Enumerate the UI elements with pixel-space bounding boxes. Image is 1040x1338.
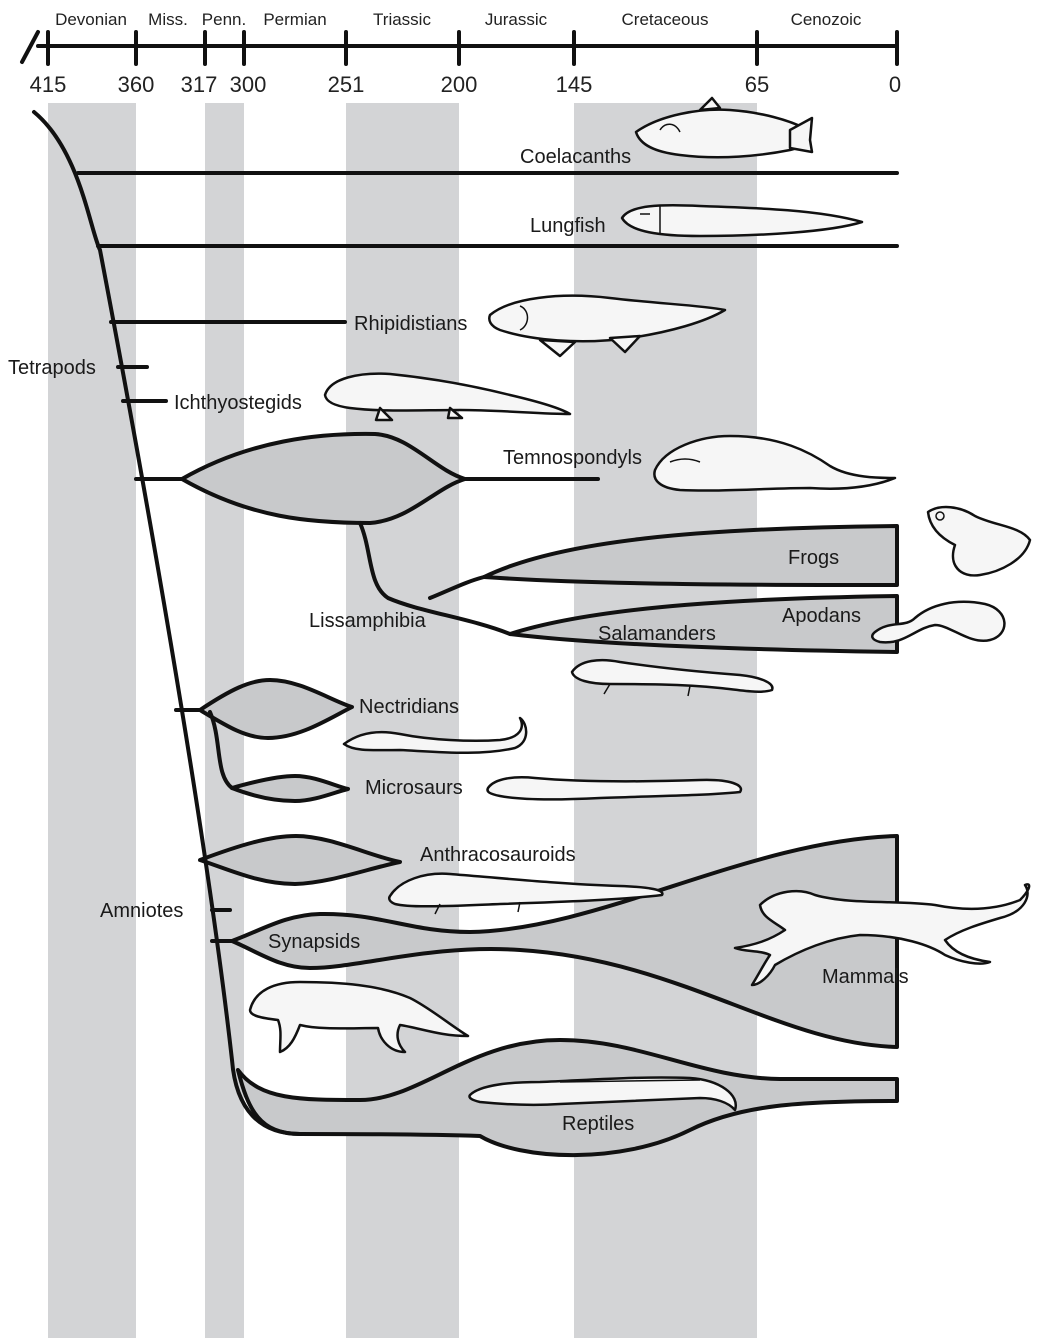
frog-icon (928, 507, 1030, 575)
label-amniotes: Amniotes (100, 900, 183, 922)
label-frogs: Frogs (788, 547, 839, 569)
label-microsaurs: Microsaurs (365, 777, 463, 799)
axis-break-mark (22, 32, 38, 62)
label-coelacanths: Coelacanths (520, 146, 631, 168)
temnospondyl-icon (654, 436, 895, 491)
age-label: 0 (889, 72, 901, 97)
period-label: Devonian (55, 10, 127, 29)
microsaurs-lineage (232, 776, 348, 801)
age-label: 317 (181, 72, 218, 97)
age-label: 251 (328, 72, 365, 97)
label-lungfish: Lungfish (530, 215, 606, 237)
period-label: Triassic (373, 10, 431, 29)
age-label: 65 (745, 72, 769, 97)
label-ichthyostegids: Ichthyostegids (174, 392, 302, 414)
age-label: 300 (230, 72, 267, 97)
label-synapsids: Synapsids (268, 931, 360, 953)
time-axis: Devonian Miss. Penn. Permian Triassic Ju… (22, 10, 901, 97)
lungfish-icon (622, 205, 862, 236)
label-mammals: Mammals (822, 966, 909, 988)
band-triassic (346, 103, 459, 1338)
label-apodans: Apodans (782, 605, 861, 627)
age-label: 415 (30, 72, 67, 97)
label-reptiles: Reptiles (562, 1113, 634, 1135)
period-label: Penn. (202, 10, 246, 29)
label-nectridians: Nectridians (359, 696, 459, 718)
age-label: 200 (441, 72, 478, 97)
period-label: Cretaceous (622, 10, 709, 29)
label-salamanders: Salamanders (598, 623, 716, 645)
label-temnospondyls: Temnospondyls (503, 447, 642, 469)
period-label: Miss. (148, 10, 188, 29)
age-label: 360 (118, 72, 155, 97)
band-devonian (48, 103, 136, 1338)
label-tetrapods: Tetrapods (8, 357, 96, 379)
label-anthracosauroids: Anthracosauroids (420, 844, 576, 866)
label-lissamphibia: Lissamphibia (309, 610, 427, 632)
period-bands (48, 103, 757, 1338)
age-label: 145 (556, 72, 593, 97)
period-label: Cenozoic (791, 10, 862, 29)
label-rhipidistians: Rhipidistians (354, 313, 467, 335)
period-label: Permian (263, 10, 326, 29)
period-label: Jurassic (485, 10, 548, 29)
